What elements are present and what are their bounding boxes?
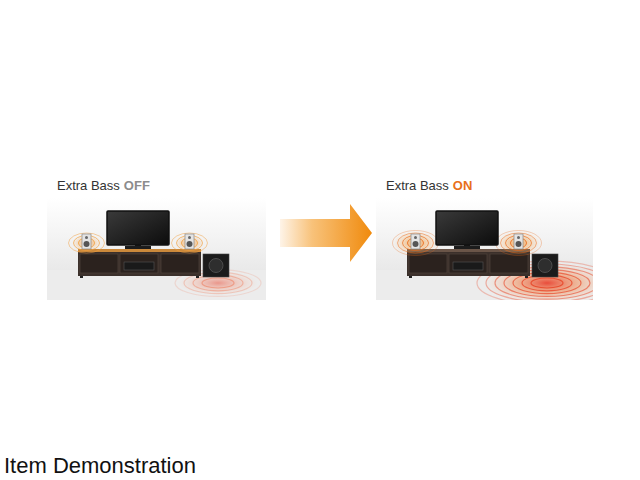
speaker-woofer <box>187 241 193 247</box>
speaker-tweeter <box>188 236 191 239</box>
cabinet-door <box>120 254 158 273</box>
heading-text: Extra Bass <box>386 178 449 193</box>
tv-screen <box>436 211 498 245</box>
demo-panel: Extra Bass OFF <box>47 176 266 300</box>
receiver <box>124 262 154 270</box>
speaker <box>185 234 194 249</box>
tv-screen <box>107 211 169 245</box>
bass-wave <box>522 275 572 291</box>
demo-panel: Extra Bass ON <box>376 176 593 300</box>
panel-illustration <box>47 198 266 300</box>
speaker-tweeter <box>517 236 520 239</box>
speaker-glow <box>176 235 204 251</box>
state-word: ON <box>453 178 473 193</box>
speaker-glow <box>73 235 101 251</box>
cabinet-door <box>409 254 447 273</box>
speaker-wave <box>496 231 542 256</box>
cabinet-door <box>449 254 487 273</box>
cabinet-door <box>80 254 118 273</box>
speaker-tweeter <box>85 236 88 239</box>
speaker-tweeter <box>414 236 417 239</box>
caption: Item Demonstration <box>4 453 196 479</box>
arrow-connector <box>280 204 372 262</box>
bass-wave <box>202 278 234 288</box>
cabinet-door <box>161 254 199 273</box>
speaker <box>82 234 91 249</box>
speaker <box>411 234 420 249</box>
panel-illustration <box>376 198 593 300</box>
speaker-wave <box>69 233 105 253</box>
cabinet-leg <box>80 276 83 278</box>
speaker-glow <box>497 231 541 255</box>
subwoofer-driver <box>538 259 552 273</box>
subwoofer <box>532 254 558 277</box>
speaker-wave <box>393 231 439 256</box>
bass-wave <box>531 278 563 288</box>
bass-wave <box>193 275 243 291</box>
subwoofer <box>203 254 229 277</box>
receiver <box>453 262 483 270</box>
cabinet-leg <box>525 276 528 278</box>
speaker-wave <box>501 233 537 253</box>
panel-heading: Extra Bass ON <box>376 176 472 194</box>
speaker-glow <box>394 231 438 255</box>
state-word: OFF <box>124 178 150 193</box>
cabinet-leg <box>196 276 199 278</box>
speaker-wave <box>172 233 208 253</box>
speaker <box>514 234 523 249</box>
cabinet <box>78 249 201 276</box>
cabinet-door <box>490 254 528 273</box>
cabinet-leg <box>409 276 412 278</box>
heading-text: Extra Bass <box>57 178 120 193</box>
subwoofer-driver <box>209 259 223 273</box>
speaker-woofer <box>413 241 419 247</box>
speaker-wave <box>398 233 434 253</box>
speaker-woofer <box>516 241 522 247</box>
panel-heading: Extra Bass OFF <box>47 176 150 194</box>
speaker-woofer <box>84 241 90 247</box>
